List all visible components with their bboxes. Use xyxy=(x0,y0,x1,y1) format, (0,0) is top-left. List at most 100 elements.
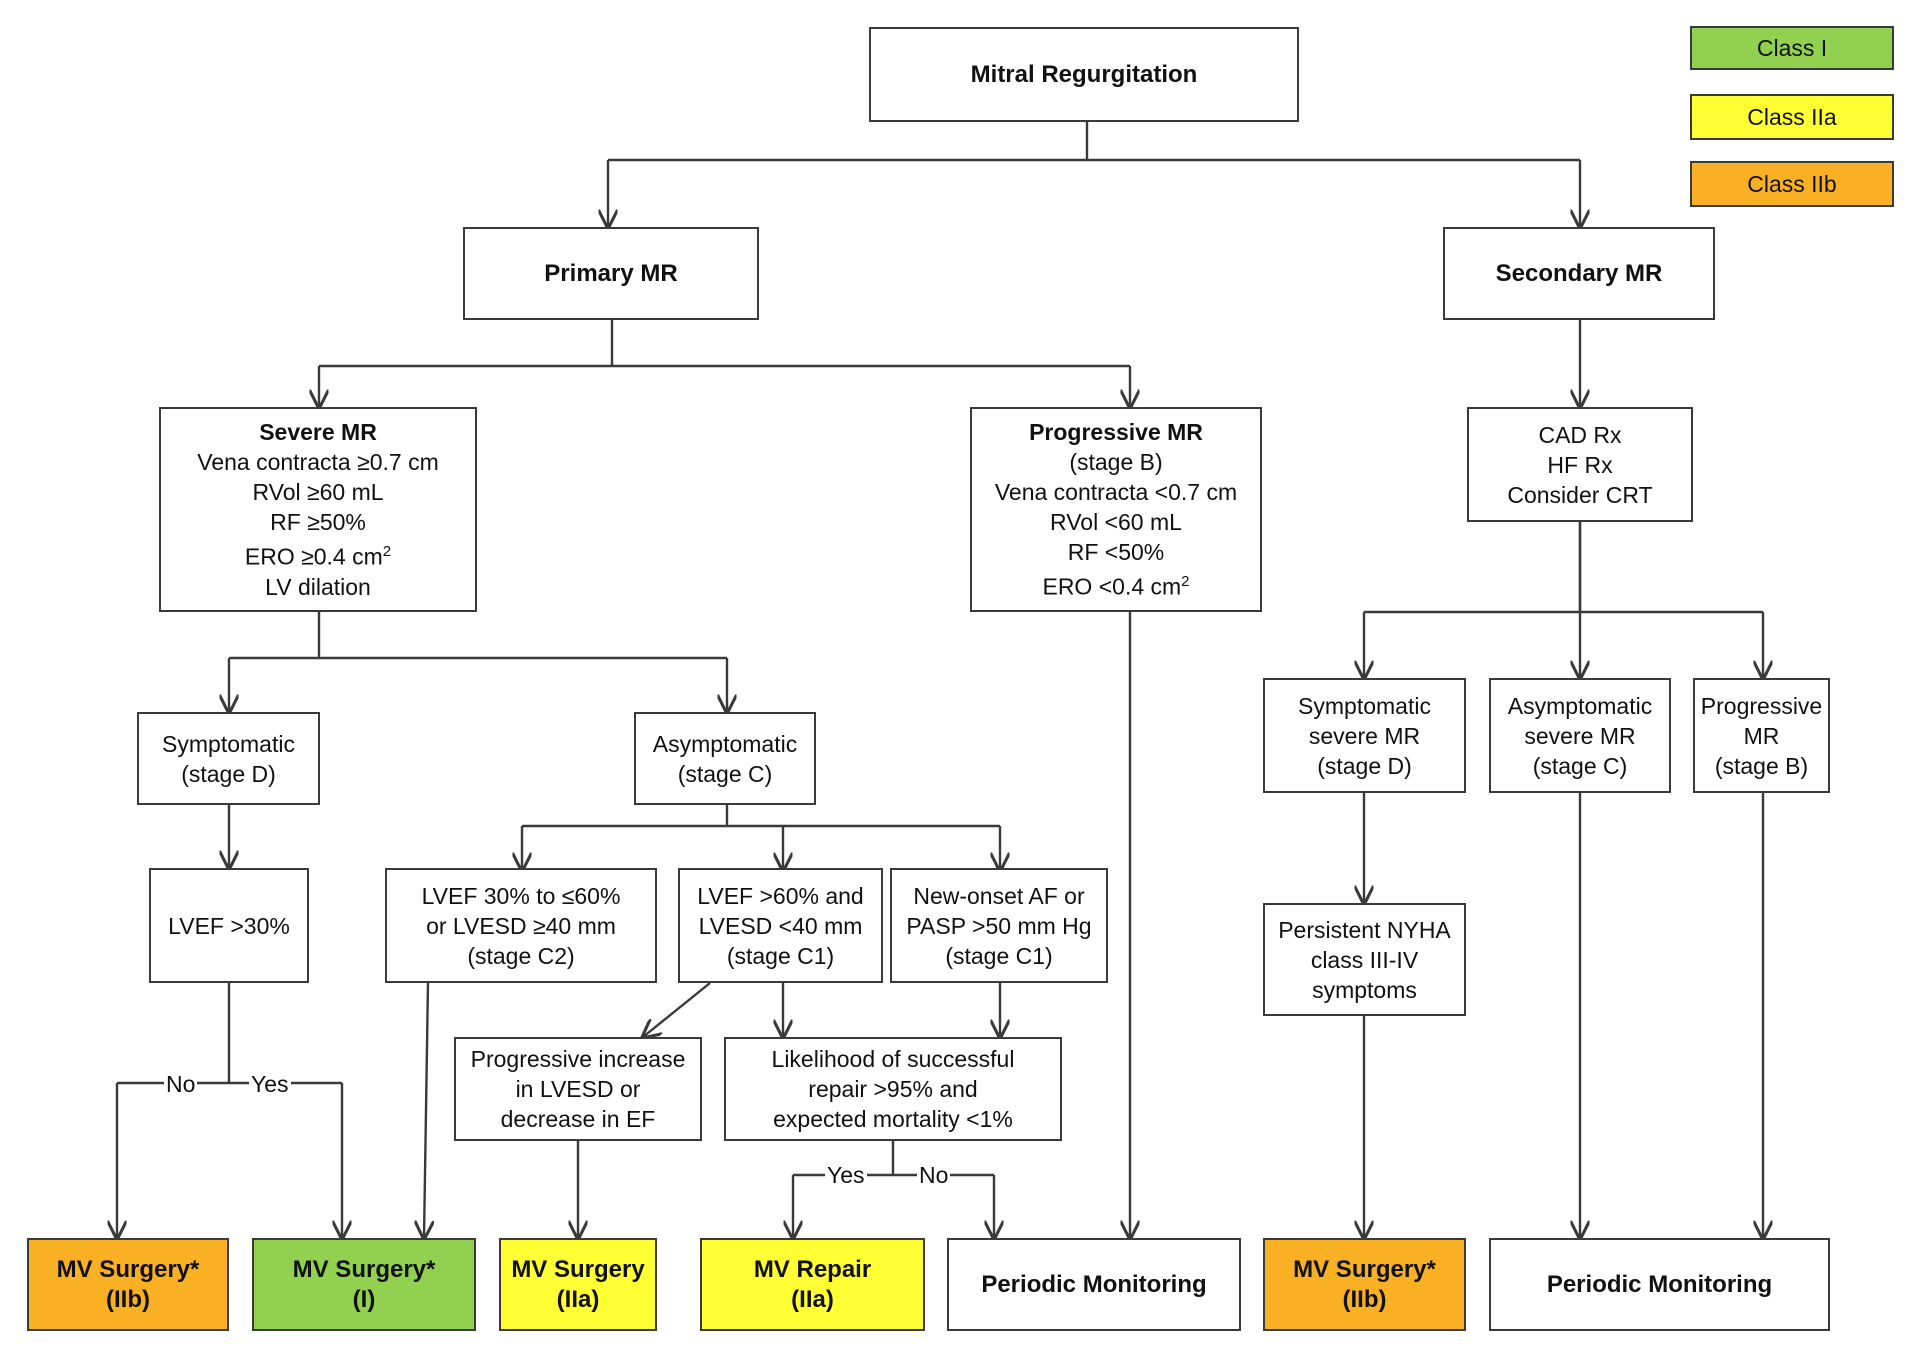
edge-label-no: No xyxy=(917,1162,951,1188)
edge-lvef30-split xyxy=(117,983,342,1085)
node-line: Asymptomatic xyxy=(1507,692,1653,719)
node-persistent-nyha: Persistent NYHA class III-IV symptoms xyxy=(1263,903,1466,1016)
edge-label-no: No xyxy=(164,1071,198,1097)
legend-label: Class I xyxy=(1756,34,1828,61)
outcome-title: MV Surgery* xyxy=(56,1255,200,1283)
edge-root-split xyxy=(608,122,1580,162)
node-symptomatic-stage-d: Symptomatic (stage D) xyxy=(137,712,320,805)
legend-label: Class IIb xyxy=(1747,170,1837,197)
node-line: (stage B) xyxy=(1714,752,1809,779)
node-line: severe MR xyxy=(1524,722,1636,749)
node-progressive-increase: Progressive increase in LVESD or decreas… xyxy=(454,1037,702,1141)
criterion-text: ERO <0.4 cm xyxy=(1042,573,1182,600)
node-line: Progressive increase xyxy=(470,1046,686,1072)
node-line: LVEF >60% and xyxy=(697,882,864,909)
criterion-line: ERO ≥0.4 cm2 xyxy=(245,537,391,572)
criterion-line: RVol <60 mL xyxy=(1050,509,1182,536)
criterion-line: Vena contracta <0.7 cm xyxy=(994,479,1238,506)
node-line: (stage C) xyxy=(677,760,773,787)
criterion-line: ERO <0.4 cm2 xyxy=(1042,567,1189,602)
node-title: Secondary MR xyxy=(1495,259,1663,287)
node-primary-mr: Primary MR xyxy=(463,227,759,320)
node-line: or LVESD ≥40 mm xyxy=(426,912,616,939)
criterion-line: RF ≥50% xyxy=(270,509,366,536)
superscript: 2 xyxy=(382,543,392,561)
edge-label-yes: Yes xyxy=(825,1162,867,1188)
outcome-title: MV Repair xyxy=(753,1255,872,1283)
node-line: Persistent NYHA xyxy=(1278,916,1451,943)
edge-c2-to-mvs-i xyxy=(424,982,428,1238)
outcome-class: (I) xyxy=(352,1285,376,1313)
node-stage-c1-af: New-onset AF or PASP >50 mm Hg (stage C1… xyxy=(890,868,1108,983)
legend-class-iib: Class IIb xyxy=(1690,161,1894,207)
node-line: (stage C1) xyxy=(726,942,835,969)
edge-likely-split xyxy=(793,1141,994,1177)
node-secondary-asymptomatic: Asymptomatic severe MR (stage C) xyxy=(1489,678,1671,793)
node-line: severe MR xyxy=(1308,722,1421,749)
node-line: Symptomatic xyxy=(1298,692,1431,719)
outcome-title: MV Surgery* xyxy=(292,1255,436,1283)
edge-asym-split xyxy=(522,805,1000,828)
node-line: (stage C1) xyxy=(945,942,1053,969)
criterion-text: ERO ≥0.4 cm xyxy=(244,543,383,570)
legend-class-i: Class I xyxy=(1690,26,1894,70)
outcome-class: (IIb) xyxy=(106,1285,150,1313)
node-line: Asymptomatic xyxy=(652,730,798,757)
node-secondary-mr: Secondary MR xyxy=(1443,227,1715,320)
edge-c1a-to-prog-inc xyxy=(643,982,711,1037)
node-line: Likelihood of successful xyxy=(771,1046,1015,1072)
node-line: Symptomatic xyxy=(162,730,295,757)
therapy-line: CAD Rx xyxy=(1538,421,1622,448)
outcome-title: Periodic Monitoring xyxy=(981,1270,1207,1298)
node-title: Mitral Regurgitation xyxy=(970,60,1198,88)
criterion-line: LV dilation xyxy=(265,573,371,600)
criterion-line: (stage B) xyxy=(1069,449,1163,476)
node-line: symptoms xyxy=(1312,976,1417,1003)
outcome-title: MV Surgery* xyxy=(1293,1255,1436,1283)
node-line: repair >95% and xyxy=(808,1076,978,1102)
node-line: (stage D) xyxy=(181,760,276,787)
node-line: in LVESD or xyxy=(515,1076,641,1102)
criterion-line: RVol ≥60 mL xyxy=(252,479,384,506)
criterion-line: Vena contracta ≥0.7 cm xyxy=(197,449,439,476)
criterion-line: RF <50% xyxy=(1067,539,1165,566)
edge-label-yes: Yes xyxy=(249,1071,291,1097)
outcome-mv-surgery-iib: MV Surgery* (IIb) xyxy=(1263,1238,1466,1331)
edge-primary-split xyxy=(319,320,1130,368)
outcome-class: (IIa) xyxy=(791,1285,834,1313)
node-secondary-progressive: Progressive MR (stage B) xyxy=(1693,678,1830,793)
outcome-class: (IIb) xyxy=(1342,1285,1387,1313)
outcome-class: (IIa) xyxy=(556,1285,600,1313)
outcome-title: MV Surgery xyxy=(511,1255,645,1283)
node-line: (stage C) xyxy=(1532,752,1628,779)
node-line: decrease in EF xyxy=(500,1106,656,1132)
node-likelihood-repair: Likelihood of successful repair >95% and… xyxy=(724,1037,1062,1141)
node-line: (stage D) xyxy=(1317,752,1412,779)
node-line: class III-IV xyxy=(1310,946,1419,973)
outcome-mv-repair-iia: MV Repair (IIa) xyxy=(700,1238,925,1331)
node-cad-rx: CAD Rx HF Rx Consider CRT xyxy=(1467,407,1693,522)
node-line: Progressive xyxy=(1700,692,1823,719)
node-lvef-30: LVEF >30% xyxy=(149,868,309,983)
node-line: MR xyxy=(1743,722,1780,749)
legend-class-iia: Class IIa xyxy=(1690,94,1894,140)
node-title: Severe MR xyxy=(259,419,377,446)
node-line: LVEF 30% to ≤60% xyxy=(421,882,621,909)
node-line: New-onset AF or xyxy=(913,882,1085,909)
node-progressive-mr: Progressive MR (stage B) Vena contracta … xyxy=(970,407,1262,612)
superscript: 2 xyxy=(1181,573,1190,591)
node-line: expected mortality <1% xyxy=(773,1106,1013,1132)
outcome-title: Periodic Monitoring xyxy=(1546,1270,1773,1298)
outcome-mv-surgery-iib: MV Surgery* (IIb) xyxy=(27,1238,229,1331)
node-line: LVESD <40 mm xyxy=(698,912,863,939)
outcome-periodic-monitoring: Periodic Monitoring xyxy=(1489,1238,1830,1331)
edge-severe-split xyxy=(229,612,727,660)
node-title: Primary MR xyxy=(544,259,678,287)
node-line: LVEF >30% xyxy=(168,912,290,939)
node-asymptomatic-stage-c: Asymptomatic (stage C) xyxy=(634,712,816,805)
node-severe-mr: Severe MR Vena contracta ≥0.7 cm RVol ≥6… xyxy=(159,407,477,612)
node-secondary-symptomatic: Symptomatic severe MR (stage D) xyxy=(1263,678,1466,793)
node-line: PASP >50 mm Hg xyxy=(906,912,1092,939)
outcome-periodic-monitoring: Periodic Monitoring xyxy=(947,1238,1241,1331)
